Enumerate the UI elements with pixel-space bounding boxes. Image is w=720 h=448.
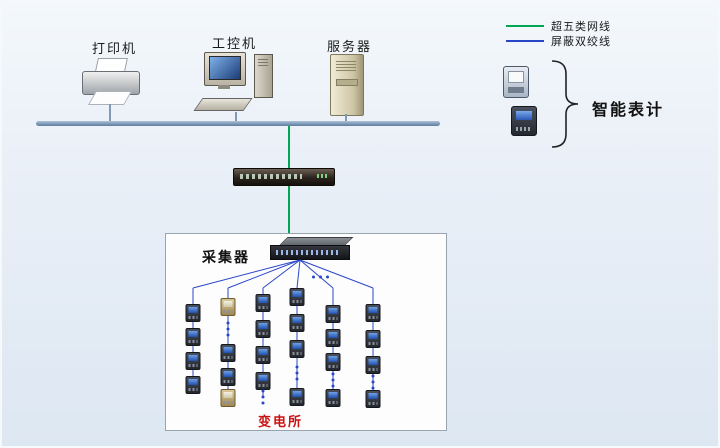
server-tower — [330, 54, 364, 116]
meter-icon — [289, 340, 305, 358]
meter-icon — [365, 356, 381, 374]
meter-icon — [220, 298, 236, 316]
meter-icon — [185, 376, 201, 394]
meter-icon — [289, 288, 305, 306]
meter-icon — [220, 368, 236, 386]
printer-label: 打印机 — [92, 41, 138, 56]
meter-icon — [220, 344, 236, 362]
server-label: 服务器 — [327, 39, 373, 54]
smart-meter-icon-light — [503, 66, 529, 98]
legend: 超五类网线 屏蔽双绞线 — [506, 18, 611, 48]
meter-icon — [185, 352, 201, 370]
server-icon — [326, 54, 370, 118]
meter-icon — [325, 389, 341, 407]
printer-drop-line — [109, 104, 111, 122]
ellipsis-vertical-icon — [371, 374, 375, 390]
substation-panel: 采集器 变电所 — [165, 233, 447, 431]
ellipsis-vertical-icon — [331, 372, 335, 388]
brace-icon — [551, 60, 579, 148]
meter-icon — [185, 328, 201, 346]
cat5-line-sample-icon — [506, 24, 544, 27]
meter-field — [166, 234, 446, 430]
meter-icon — [289, 314, 305, 332]
meter-icon — [185, 304, 201, 322]
wiring-lines — [192, 259, 374, 399]
meter-icon — [255, 320, 271, 338]
meter-icon — [255, 372, 271, 390]
printer-icon — [80, 58, 142, 106]
meter-icon — [325, 353, 341, 371]
stp-line-sample-icon — [506, 39, 544, 42]
cat5-legend-label: 超五类网线 — [551, 20, 611, 33]
cat5-link-upper — [288, 126, 290, 169]
meter-icon — [325, 329, 341, 347]
monitor-screen — [209, 56, 241, 80]
substation-label: 变电所 — [258, 414, 304, 429]
ipc-drop-line — [235, 112, 237, 122]
keyboard-icon — [193, 98, 253, 111]
industrial-pc-icon — [193, 52, 278, 114]
ellipsis-vertical-icon — [261, 389, 265, 405]
ellipsis-vertical-icon — [226, 321, 230, 337]
monitor-stand — [218, 85, 230, 89]
collector-icon — [270, 237, 354, 263]
printer-output-paper — [87, 91, 133, 105]
smart-meter-icon-dark — [511, 106, 537, 136]
meter-icon — [365, 390, 381, 408]
meter-icon — [365, 330, 381, 348]
stp-legend-label: 屏蔽双绞线 — [551, 35, 611, 48]
ipc-label: 工控机 — [212, 36, 258, 51]
collector-front-face — [270, 245, 350, 260]
server-drop-line — [345, 114, 347, 122]
meter-icon — [255, 294, 271, 312]
cat5-link-lower — [288, 185, 290, 236]
ellipsis-vertical-icon — [295, 365, 299, 381]
meter-icon — [255, 346, 271, 364]
meter-icon — [325, 305, 341, 323]
network-bus-line — [36, 121, 440, 126]
meter-icon — [365, 304, 381, 322]
ellipsis-horizontal-icon — [312, 275, 329, 279]
legend-row-cat5: 超五类网线 — [506, 18, 611, 33]
meter-icon — [289, 388, 305, 406]
smart-meters-label: 智能表计 — [592, 102, 665, 119]
switch-icon — [233, 168, 335, 186]
meter-icon — [220, 389, 236, 407]
legend-row-stp: 屏蔽双绞线 — [506, 33, 611, 48]
pc-tower-icon — [254, 54, 273, 98]
